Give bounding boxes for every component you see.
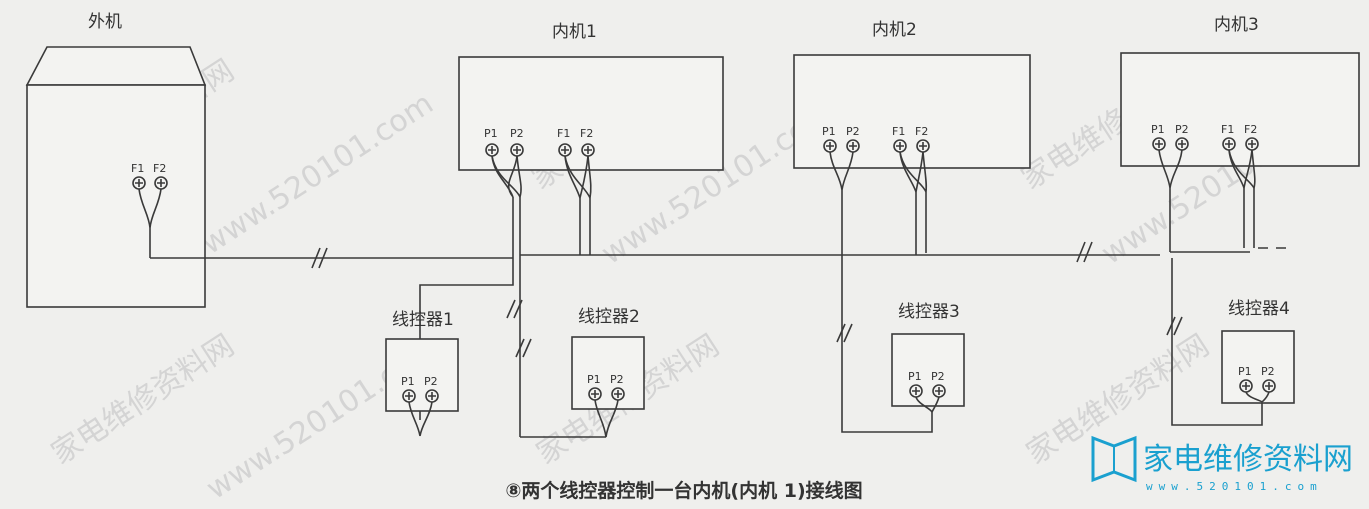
terminal-label-f2: F2: [1244, 123, 1257, 136]
terminal-label-f2: F2: [915, 125, 928, 138]
terminal-label-p2: P2: [931, 370, 945, 383]
controller-3: 线控器3 P1 P2: [891, 302, 965, 413]
outdoor-wire-join: [138, 188, 162, 258]
controller-body: [1221, 330, 1295, 404]
controller-label: 线控器4: [1228, 299, 1290, 319]
controller-2: 线控器2 P1 P2: [520, 307, 645, 438]
terminal-label-f2: F2: [580, 127, 593, 140]
wire-break-mark: [311, 247, 328, 269]
p-wire-to-controller: [1171, 258, 1263, 426]
bus-line: [150, 251, 1250, 259]
terminal-label-p2: P2: [610, 373, 624, 386]
watermark-text: 家电维修资料网: [45, 328, 240, 472]
outdoor-unit: 外机 F1 F2: [25, 12, 207, 308]
f-wire-join: [1228, 149, 1256, 189]
controller-body: [385, 338, 459, 412]
indoor-unit-label: 内机3: [1214, 15, 1259, 35]
indoor-unit-body: [793, 54, 1031, 169]
f-wire-to-bus: [915, 192, 927, 255]
terminal-label-f2: F2: [153, 162, 166, 175]
terminal-label-f1: F1: [131, 162, 144, 175]
logo-text: 家电维修资料网: [1143, 442, 1353, 477]
f-wire-join: [899, 151, 928, 193]
terminal-label-p1: P1: [908, 370, 922, 383]
terminal-label-p1: P1: [1238, 365, 1252, 378]
wire-break-mark: [1076, 241, 1093, 263]
outdoor-unit-top: [25, 46, 207, 86]
terminal-label-p2: P2: [846, 125, 860, 138]
outdoor-unit-label: 外机: [88, 12, 122, 32]
wire-break-mark: [506, 299, 523, 319]
f-wire-join: [564, 155, 592, 199]
site-logo: 家电维修资料网 www.520101.com: [1091, 435, 1353, 493]
p-wire-join: [491, 155, 522, 198]
indoor-unit-2: 内机2 P1 P2 F1 F2: [793, 20, 1031, 433]
terminal-label-p2: P2: [424, 375, 438, 388]
p-wire-to-controller: [829, 151, 933, 433]
p-wire-join: [1158, 149, 1183, 252]
terminal-label-p2: P2: [510, 127, 524, 140]
controller-wire-join: [520, 399, 619, 438]
controller-1: 线控器1 P1 P2: [385, 310, 459, 437]
terminal-label-p1: P1: [587, 373, 601, 386]
indoor-unit-body: [1120, 52, 1360, 167]
wire-break-mark: [515, 338, 532, 358]
indoor-unit-3: 内机3 P1 P2 F1 F2: [1120, 15, 1360, 426]
controller-label: 线控器2: [578, 307, 640, 327]
diagram-caption: ⑧两个线控器控制一台内机(内机 1)接线图: [505, 479, 862, 502]
f-wire-to-bus: [579, 198, 591, 255]
controller-body: [571, 336, 645, 410]
controller-label: 线控器3: [898, 302, 960, 322]
indoor-unit-label: 内机2: [872, 20, 917, 40]
wire-break-mark: [1166, 316, 1183, 336]
controller-wire-join: [1245, 391, 1270, 403]
controller-label: 线控器1: [392, 310, 454, 330]
wire-break-mark: [836, 323, 853, 343]
terminal-label-p1: P1: [484, 127, 498, 140]
controller-wire-join: [408, 401, 433, 437]
terminal-label-p2: P2: [1175, 123, 1189, 136]
controller-4: 线控器4 P1 P2: [1221, 299, 1295, 404]
outdoor-unit-body: [26, 84, 206, 308]
controller-wire-join: [915, 396, 940, 413]
controller-body: [891, 333, 965, 407]
f-wire-to-bus: [1243, 188, 1255, 248]
terminal-label-f1: F1: [1221, 123, 1234, 136]
watermark-text: www.520101.com: [195, 86, 439, 262]
indoor-unit-body: [458, 56, 724, 171]
terminal-label-p1: P1: [401, 375, 415, 388]
terminal-label-p1: P1: [822, 125, 836, 138]
terminal-label-f1: F1: [892, 125, 905, 138]
indoor-unit-1: 内机1 P1 P2 F1 F2: [419, 22, 724, 437]
indoor-unit-label: 内机1: [552, 22, 597, 42]
terminal-label-p2: P2: [1261, 365, 1275, 378]
terminal-label-f1: F1: [557, 127, 570, 140]
logo-url: www.520101.com: [1146, 480, 1323, 493]
terminal-label-p1: P1: [1151, 123, 1165, 136]
book-icon: [1091, 435, 1137, 483]
bus-tap: [498, 254, 545, 259]
communication-bus: [150, 241, 1286, 269]
